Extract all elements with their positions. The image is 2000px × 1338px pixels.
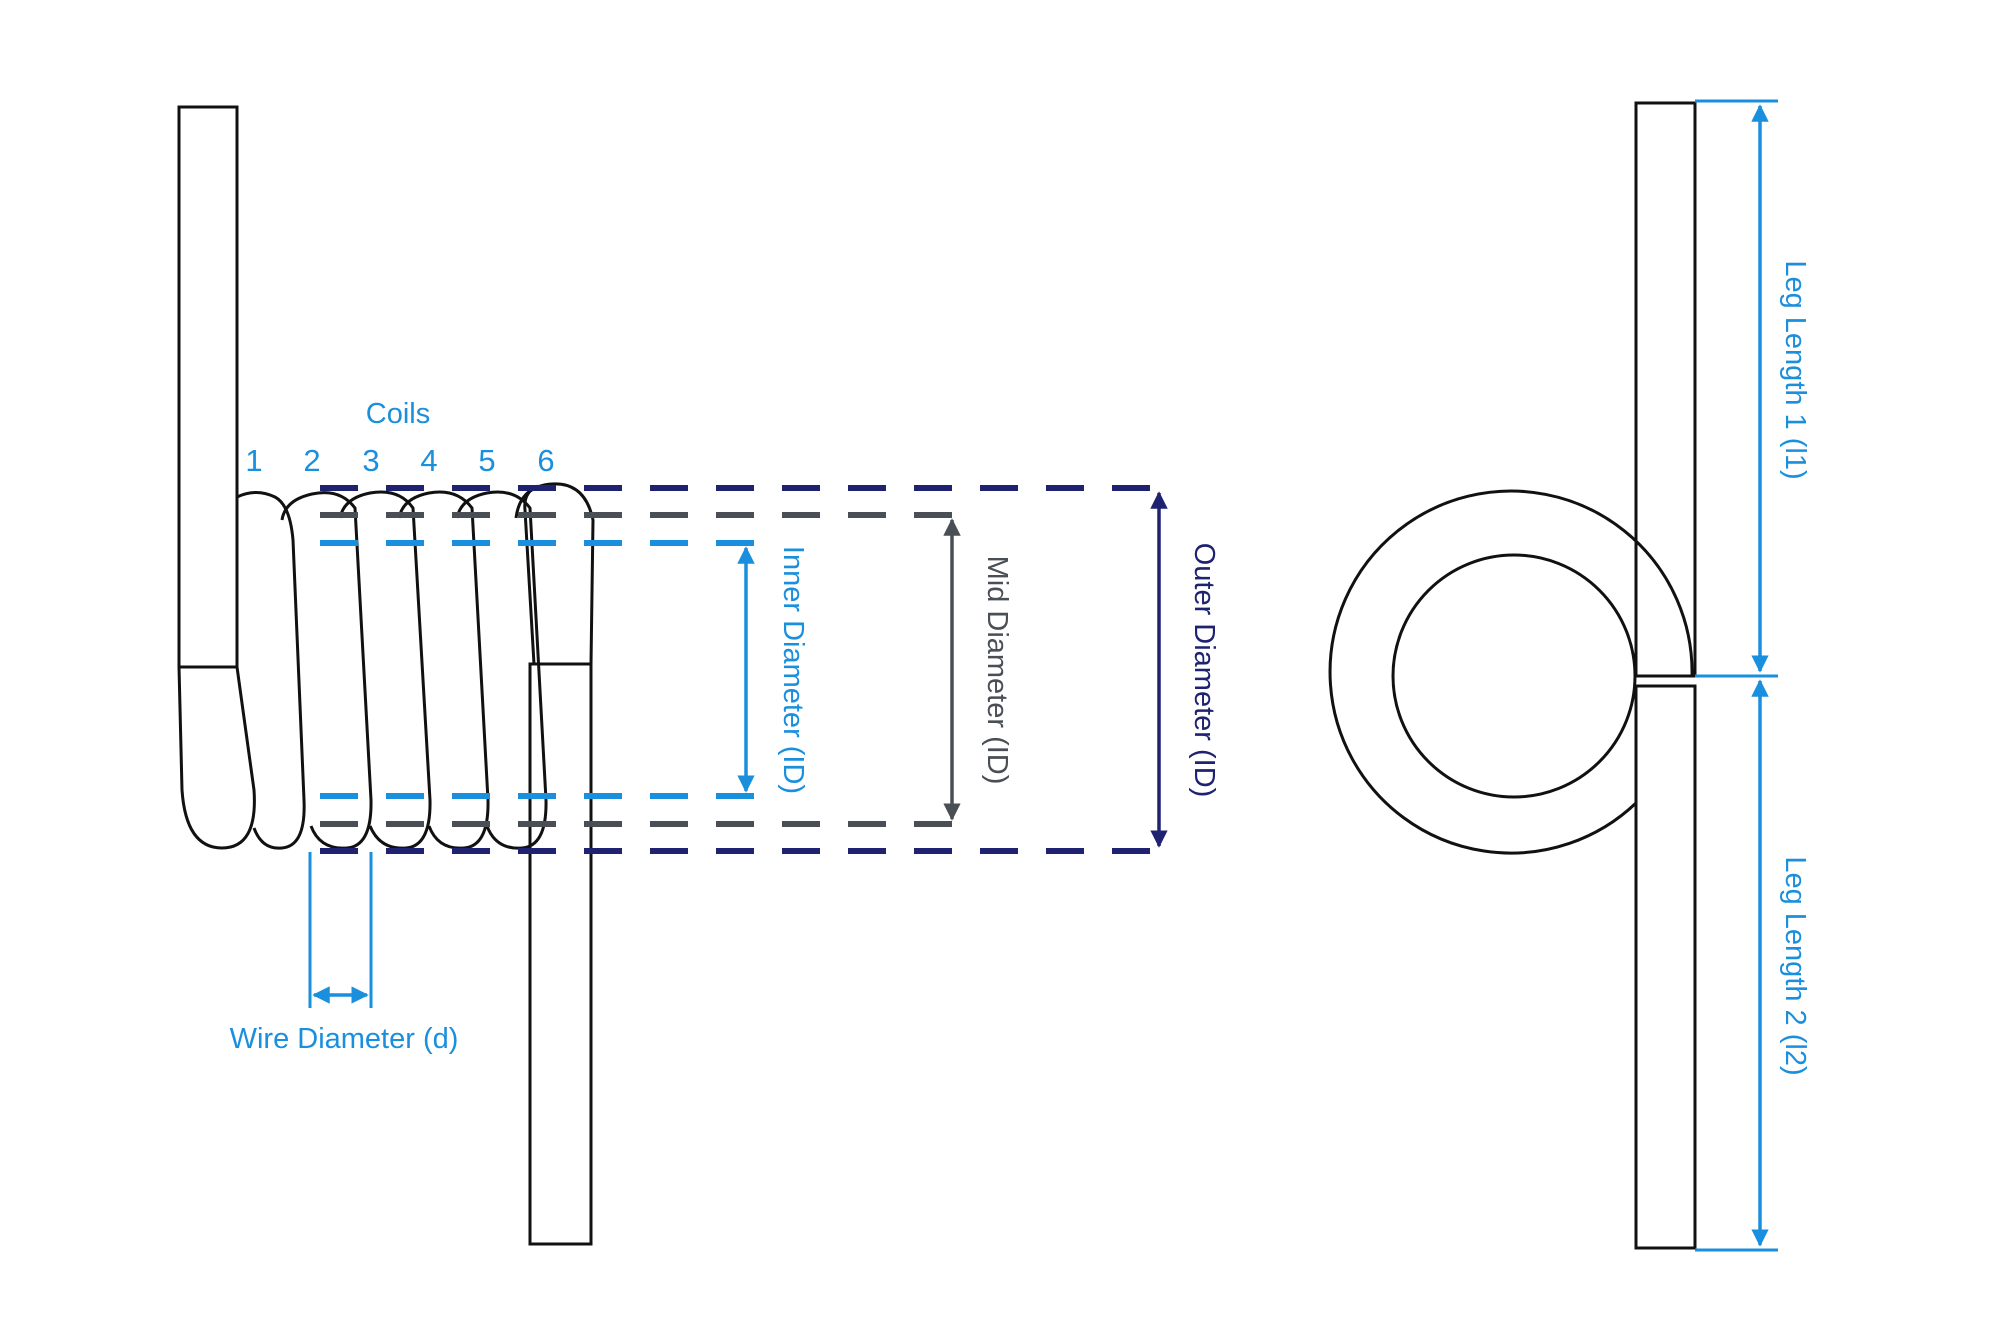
- inner-circle: [1391, 553, 1637, 799]
- coil-number: 2: [303, 443, 320, 478]
- diameter-arrows: [737, 491, 1168, 848]
- coils-title: Coils: [366, 398, 430, 430]
- coil-number: 6: [537, 443, 554, 478]
- top-leg: [1634, 101, 1697, 678]
- outer-circle: [1328, 489, 1694, 855]
- coil-number: 5: [478, 443, 495, 478]
- bottom-leg: [1634, 684, 1697, 1250]
- spring-end-view: [1328, 101, 1697, 1250]
- coil-1: [236, 491, 306, 850]
- wire-diameter-label: Wire Diameter (d): [230, 1023, 459, 1055]
- labels: Coils 1 2 3 4 5 6 Wire Diameter (d) Inne…: [230, 260, 1811, 1075]
- right-leg: [528, 662, 593, 1246]
- outer-diameter-label: Outer Diameter (ID): [1188, 543, 1220, 798]
- coil-6: [514, 482, 595, 665]
- mid-diameter-label: Mid Diameter (ID): [981, 556, 1013, 785]
- leg-length-2-label: Leg Length 2 (l2): [1779, 856, 1811, 1075]
- coil-2: [280, 491, 373, 850]
- coil-3: [338, 490, 432, 850]
- coil-number: 3: [362, 443, 379, 478]
- left-leg: [177, 105, 239, 669]
- coil-5: [455, 490, 548, 850]
- coil-4: [397, 490, 490, 850]
- leg-length-1-label: Leg Length 1 (l1): [1779, 260, 1811, 479]
- diameter-guides: [320, 485, 1172, 854]
- wire-diameter-dimension: [308, 852, 373, 1008]
- spring-side-view: [177, 105, 595, 1246]
- coil-number: 4: [420, 443, 437, 478]
- coil-number: 1: [245, 443, 262, 478]
- leg-length-dimensions: [1695, 99, 1778, 1252]
- left-end-curl: [177, 666, 256, 850]
- inner-diameter-label: Inner Diameter (ID): [777, 546, 809, 794]
